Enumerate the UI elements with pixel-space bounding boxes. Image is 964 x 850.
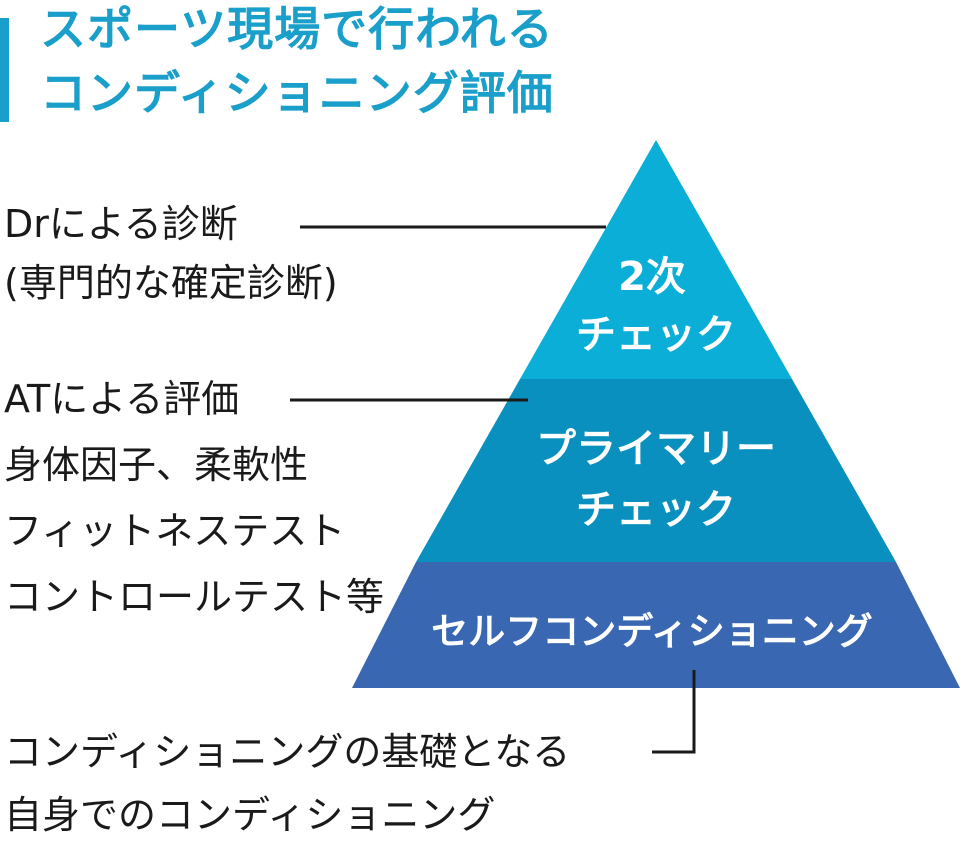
pyramid-tier-middle xyxy=(416,379,896,562)
title-accent-bar xyxy=(0,18,9,122)
tier-middle-label-line-1: プライマリー xyxy=(536,426,776,472)
tier-top-label-line-1: 2次 xyxy=(618,254,686,300)
tier-top-label-line-2: チェック xyxy=(576,312,736,358)
self-label-line-1: コンディショニングの基礎となる xyxy=(4,730,571,774)
dr-label-line-1: Drによる診断 xyxy=(4,202,238,246)
pyramid-tier-top xyxy=(520,140,792,379)
pyramid-tier-bottom xyxy=(352,562,960,688)
tier-middle-label-line-2: チェック xyxy=(576,487,736,533)
at-label-line-2: 身体因子、柔軟性 xyxy=(4,443,309,487)
page-title-line-1: スポーツ現場で行われる xyxy=(40,2,554,56)
page-title-line-2: コンディショニング評価 xyxy=(40,66,554,120)
at-label-line-1: ATによる評価 xyxy=(4,377,240,421)
self-label-line-2: 自身でのコンディショニング xyxy=(4,793,496,837)
tier-bottom-label: セルフコンディショニング xyxy=(431,610,872,653)
at-label-line-4: コントロールテスト等 xyxy=(4,575,385,619)
connector-self xyxy=(652,670,696,754)
at-label-line-3: フィットネステスト xyxy=(4,509,346,553)
dr-label-line-2: (専門的な確定診断) xyxy=(4,261,338,305)
